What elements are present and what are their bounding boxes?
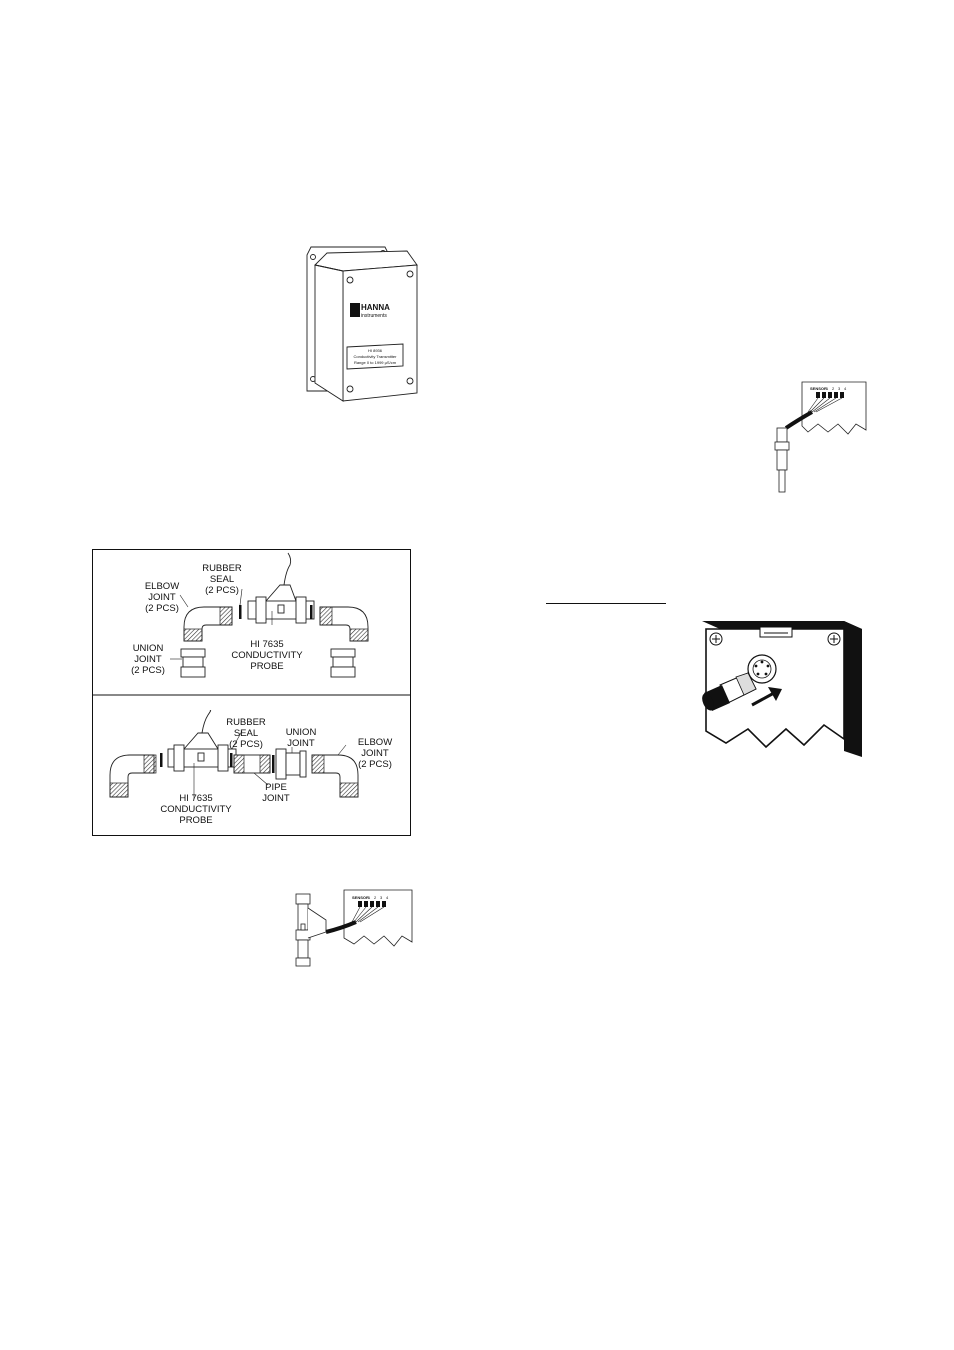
sensor-label: SENSOR xyxy=(810,386,827,391)
label-rubber-seal-line1: RUBBER xyxy=(202,563,242,574)
label-pipe-joint-line2: JOINT xyxy=(262,793,290,804)
label-union-joint-line1: UNION xyxy=(133,643,164,654)
label-probe-line1: HI 7635 xyxy=(250,639,283,650)
pipe-assembly-diagram: RUBBER SEAL (2 PCS) ELBOW JOINT (2 PCS) … xyxy=(92,549,412,837)
label-elbow-joint-line2: JOINT xyxy=(148,592,176,603)
label-probe-b-line2: CONDUCTIVITY xyxy=(160,804,232,815)
probe-wiring-illustration: SENSOR 1 2 3 4 xyxy=(768,378,868,496)
connector-illustration xyxy=(700,619,864,761)
brand-name: HANNA xyxy=(361,303,390,312)
plate-line-3: Range 0 to 1999 µS/cm xyxy=(354,360,397,365)
label-elbow-joint-line1: ELBOW xyxy=(145,581,179,592)
label-probe-line3: PROBE xyxy=(250,661,283,672)
label-elbow-joint-b-line3: (2 PCS) xyxy=(358,759,392,770)
label-union-joint-line2: JOINT xyxy=(134,654,162,665)
label-rubber-seal-b-line1: RUBBER xyxy=(226,717,266,728)
label-elbow-joint-b-line2: JOINT xyxy=(361,748,389,759)
label-elbow-joint-line3: (2 PCS) xyxy=(145,603,179,614)
label-probe-b-line3: PROBE xyxy=(179,815,212,826)
label-probe-line2: CONDUCTIVITY xyxy=(231,650,303,661)
transmitter-enclosure-illustration: HANNA instruments HI 8936 Conductivity T… xyxy=(303,243,421,403)
probe-body xyxy=(775,428,789,492)
label-union-joint-b-line1: UNION xyxy=(286,727,317,738)
label-rubber-seal-line2: SEAL xyxy=(210,574,234,585)
label-rubber-seal-b-line2: SEAL xyxy=(234,728,258,739)
label-rubber-seal-line3: (2 PCS) xyxy=(205,585,239,596)
label-pipe-joint-line1: PIPE xyxy=(265,782,287,793)
label-union-joint-line3: (2 PCS) xyxy=(131,665,165,676)
label-elbow-joint-b-line1: ELBOW xyxy=(358,737,392,748)
label-probe-b-line1: HI 7635 xyxy=(179,793,212,804)
sensor-label-2: SENSOR xyxy=(352,895,369,900)
flow-cell-wiring-illustration: SENSOR 1 2 3 4 xyxy=(290,888,414,968)
section-rule xyxy=(546,603,666,604)
socket-icon xyxy=(748,655,776,683)
plate-line-2: Conductivity Transmitter xyxy=(354,354,398,359)
brand-subtitle: instruments xyxy=(361,313,387,319)
label-rubber-seal-b-line3: (2 PCS) xyxy=(229,739,263,750)
hanna-logo-icon xyxy=(350,303,360,317)
label-union-joint-b-line2: JOINT xyxy=(287,738,315,749)
plate-line-1: HI 8936 xyxy=(368,348,383,353)
